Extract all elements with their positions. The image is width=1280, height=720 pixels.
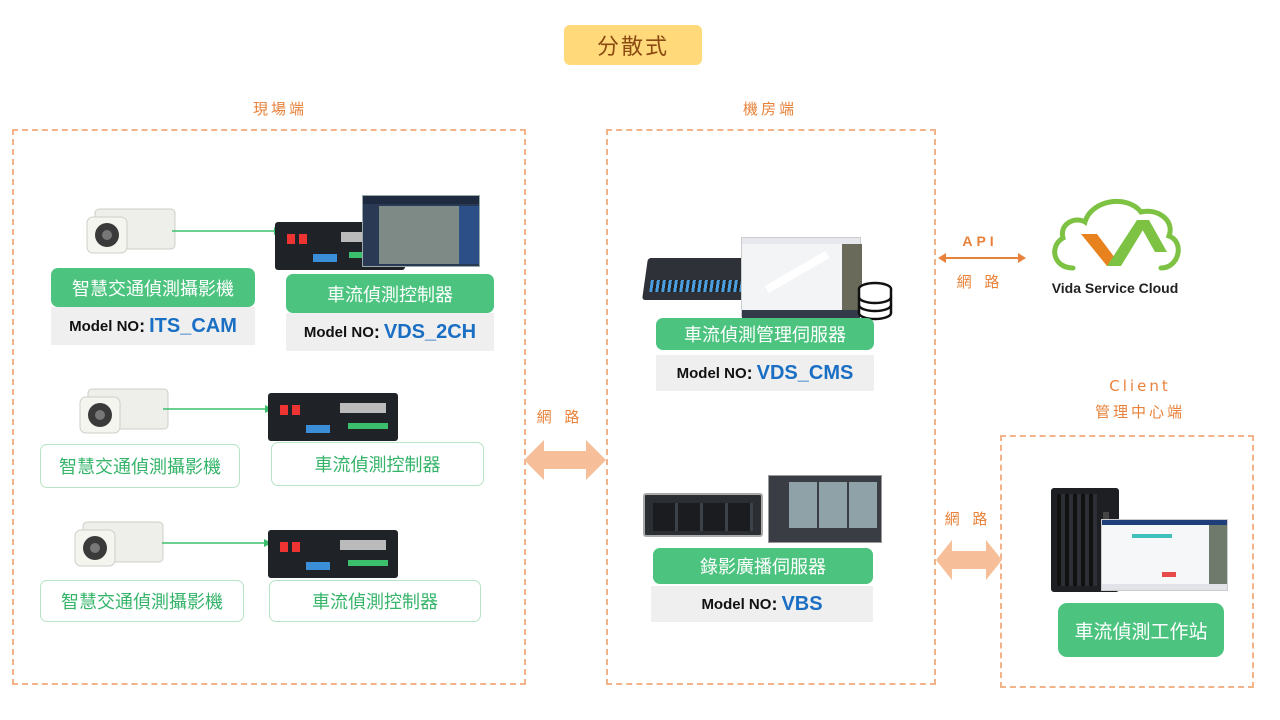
cms-map-screenshot [741, 237, 862, 318]
api-network-label: 網 路 [956, 273, 1004, 291]
controller-software-screenshot [362, 195, 480, 267]
model-colon: : [139, 315, 146, 336]
client-zone-box [1000, 435, 1254, 688]
model-prefix: Model NO [676, 364, 747, 382]
controller-label: 車流偵測控制器 [286, 274, 494, 313]
controller-label: 車流偵測控制器 [271, 442, 484, 486]
model-prefix: Model NO [303, 323, 374, 341]
model-colon: : [746, 362, 753, 383]
vbs-video-wall-screenshot [768, 475, 882, 543]
zone-label-field: 現場端 [252, 100, 307, 118]
camera-icon [86, 208, 176, 254]
zone-label-server-room: 機房端 [742, 100, 797, 118]
cms-model-number: VDS_CMS [756, 361, 854, 384]
workstation-label: 車流偵測工作站 [1058, 603, 1224, 657]
model-prefix: Model NO [701, 595, 772, 613]
controller-label: 車流偵測控制器 [269, 580, 481, 622]
double-arrow-icon [936, 540, 1002, 580]
api-double-arrow-icon [938, 253, 1026, 263]
model-colon: : [373, 321, 380, 342]
vbs-model-number: VBS [781, 592, 823, 615]
camera-label: 智慧交通偵測攝影機 [40, 580, 244, 622]
camera-icon [74, 521, 164, 567]
controller-device-image [268, 530, 398, 578]
controller-device-image [268, 393, 398, 441]
network-label: 網 路 [944, 510, 992, 528]
vbs-label: 錄影廣播伺服器 [653, 548, 873, 584]
camera-label: 智慧交通偵測攝影機 [51, 268, 255, 307]
field-zone-box [12, 129, 526, 685]
camera-model-box: Model NO: ITS_CAM [51, 307, 255, 345]
vida-cloud-logo-icon [1052, 198, 1181, 271]
connection-arrow [163, 405, 273, 413]
camera-model-number: ITS_CAM [149, 314, 237, 337]
camera-icon [79, 388, 169, 434]
controller-model-box: Model NO: VDS_2CH [286, 313, 494, 351]
diagram-title: 分散式 [564, 25, 702, 65]
zone-label-management-center: 管理中心端 [1094, 403, 1185, 421]
connection-arrow [172, 227, 282, 235]
model-colon: : [771, 593, 778, 614]
cms-label: 車流偵測管理伺服器 [656, 318, 874, 350]
camera-label: 智慧交通偵測攝影機 [40, 444, 240, 488]
cloud-name: Vida Service Cloud [1051, 280, 1179, 296]
controller-model-number: VDS_2CH [383, 320, 477, 343]
cms-model-box: Model NO: VDS_CMS [656, 355, 874, 391]
vbs-model-box: Model NO: VBS [651, 586, 873, 622]
model-prefix: Model NO [69, 317, 140, 335]
zone-label-client: Client [1109, 377, 1171, 395]
network-label: 網 路 [536, 408, 584, 426]
workstation-monitor-screenshot [1101, 519, 1228, 591]
connection-arrow [162, 539, 272, 547]
server-room-zone-box [606, 129, 936, 685]
double-arrow-icon [524, 440, 606, 480]
api-label: API [962, 233, 998, 249]
database-icon [857, 281, 893, 321]
storage-server-image [643, 493, 763, 537]
